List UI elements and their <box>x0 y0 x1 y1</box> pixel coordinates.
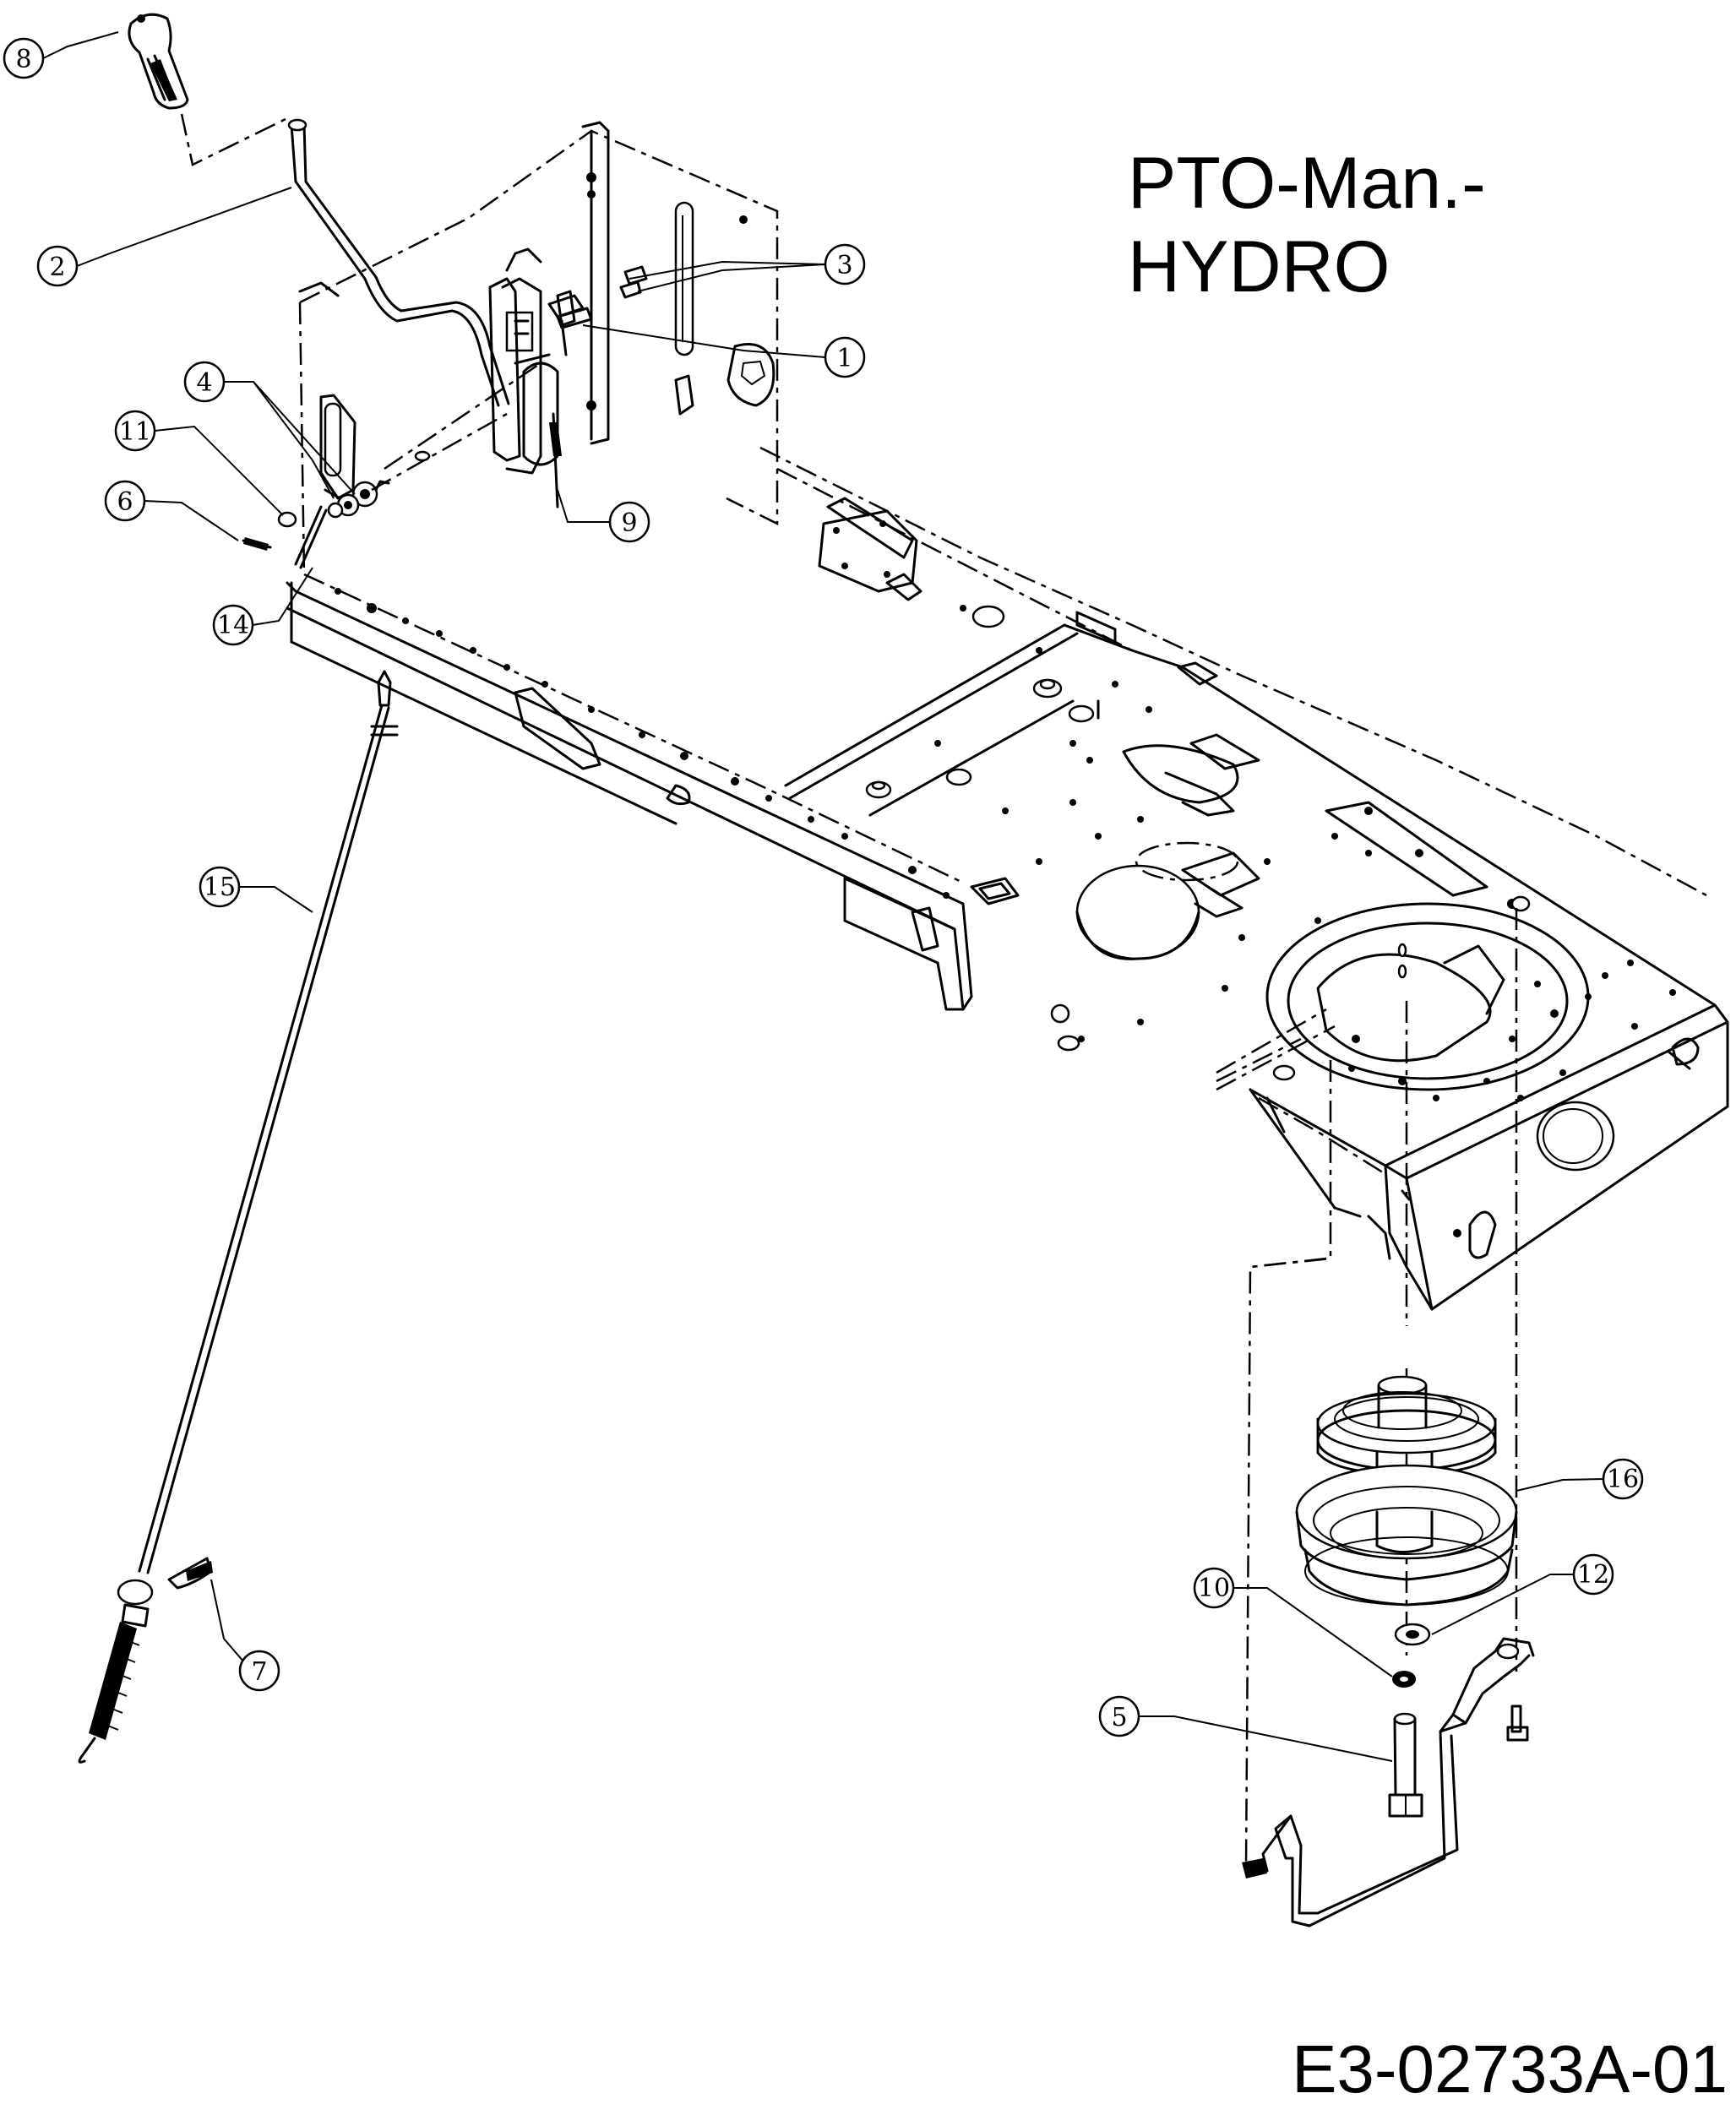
callout-2: 2 <box>36 245 79 287</box>
svg-text:5: 5 <box>1111 1703 1127 1732</box>
callout-12: 12 <box>1572 1553 1614 1596</box>
pto-lever-rod <box>287 118 510 407</box>
callout-3: 3 <box>824 243 866 285</box>
svg-text:3: 3 <box>836 251 852 280</box>
main-frame-right-rail <box>759 446 1707 897</box>
svg-text:16: 16 <box>1607 1465 1639 1494</box>
grip-alignment-line <box>180 113 297 166</box>
callout-5: 5 <box>1098 1695 1140 1737</box>
diagram-title: PTO-Man.-HYDRO <box>1128 143 1486 307</box>
callout-10: 10 <box>1193 1567 1235 1609</box>
dashboard-support-plate <box>298 121 779 575</box>
callout-11: 11 <box>114 410 156 452</box>
lever-gate-bracket <box>242 362 541 569</box>
callout-14: 14 <box>212 604 254 646</box>
lever-pivot-hardware <box>488 265 648 462</box>
svg-text:4: 4 <box>196 368 212 398</box>
drawing-number: E3-02733A-01 <box>1292 2031 1728 2107</box>
svg-text:1: 1 <box>836 344 852 373</box>
tension-spring <box>78 1622 140 1764</box>
svg-text:10: 10 <box>1198 1574 1230 1603</box>
svg-text:7: 7 <box>251 1657 267 1687</box>
callout-6: 6 <box>104 480 146 522</box>
assembly-alignment-lines <box>1216 908 1518 1868</box>
callout-9: 9 <box>608 501 650 543</box>
pulley-mount-hardware <box>1242 1623 1535 1927</box>
lever-handle-grip <box>128 13 189 110</box>
rear-frame-section <box>1216 895 1729 1311</box>
pto-control-cable <box>78 670 399 1764</box>
pto-pulley <box>1295 1375 1518 1607</box>
svg-text:12: 12 <box>1577 1560 1609 1590</box>
callouts: 8 2 3 1 4 11 6 9 14 15 7 16 12 10 5 <box>3 37 1644 1737</box>
frame-center-plate <box>784 623 1717 1052</box>
svg-text:15: 15 <box>204 873 236 902</box>
callout-7: 7 <box>238 1650 280 1692</box>
callout-1: 1 <box>824 336 866 378</box>
svg-text:14: 14 <box>217 611 249 640</box>
svg-text:6: 6 <box>117 487 133 517</box>
callout-8: 8 <box>3 37 45 79</box>
svg-text:11: 11 <box>119 417 151 447</box>
svg-text:9: 9 <box>621 508 637 538</box>
callout-15: 15 <box>199 866 241 908</box>
main-frame-left-rail <box>286 573 973 1011</box>
pivot-bracket <box>501 247 585 508</box>
callout-4: 4 <box>183 361 226 403</box>
svg-text:2: 2 <box>49 253 65 282</box>
svg-text:8: 8 <box>15 45 31 74</box>
callout-leaders <box>42 31 1604 1762</box>
callout-16: 16 <box>1602 1458 1644 1500</box>
